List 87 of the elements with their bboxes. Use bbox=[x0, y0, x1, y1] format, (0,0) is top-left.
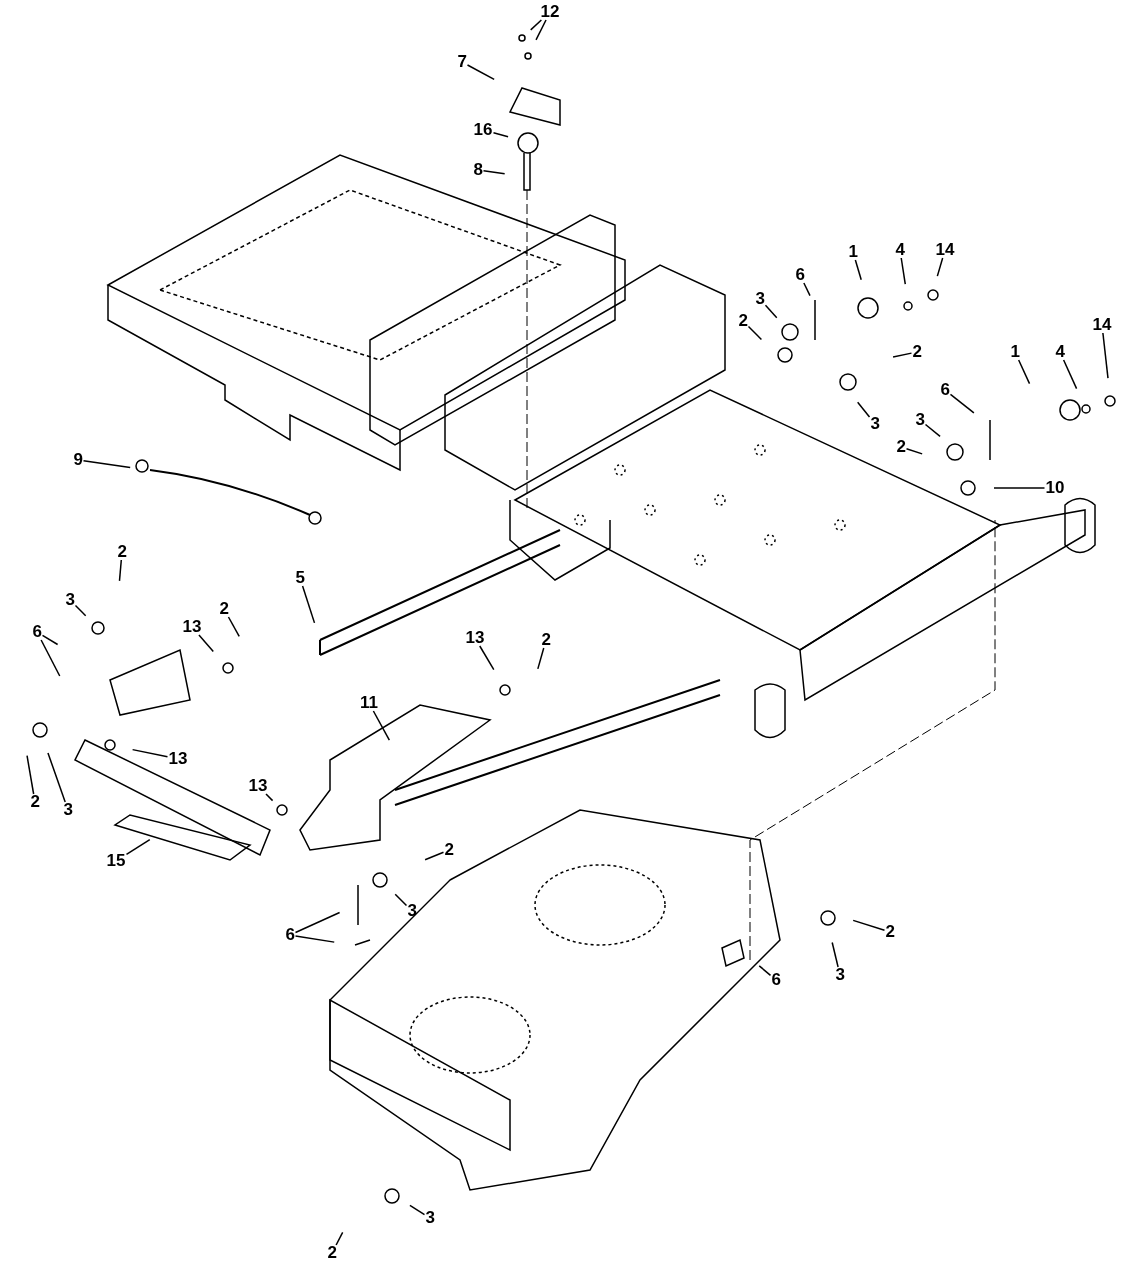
leader-line bbox=[47, 752, 66, 803]
callout-number: 2 bbox=[219, 599, 229, 619]
callout-number: 6 bbox=[32, 622, 42, 642]
leader-line bbox=[394, 893, 408, 907]
callout-number: 4 bbox=[1055, 342, 1065, 362]
callout-number: 2 bbox=[30, 792, 40, 812]
leader-line bbox=[1017, 359, 1031, 385]
callout-number: 6 bbox=[940, 380, 950, 400]
callout-number: 3 bbox=[407, 901, 417, 921]
leader-line bbox=[892, 352, 913, 358]
leader-line bbox=[758, 965, 772, 977]
leader-line bbox=[41, 634, 59, 646]
leader-line bbox=[537, 647, 545, 670]
leader-line bbox=[424, 851, 445, 861]
leader-line bbox=[372, 710, 391, 741]
leader-line bbox=[803, 282, 811, 297]
callout-number: 3 bbox=[835, 965, 845, 985]
callout-number: 12 bbox=[540, 2, 560, 22]
leader-line bbox=[265, 793, 274, 802]
callout-number: 3 bbox=[65, 590, 75, 610]
callout-number: 8 bbox=[473, 160, 483, 180]
callout-number: 2 bbox=[885, 922, 895, 942]
leader-line bbox=[492, 132, 509, 138]
callout-number: 2 bbox=[541, 630, 551, 650]
callout-number: 16 bbox=[473, 120, 493, 140]
callout-number: 6 bbox=[795, 265, 805, 285]
callout-number: 13 bbox=[248, 776, 268, 796]
callout-number: 1 bbox=[1010, 342, 1020, 362]
leader-line bbox=[949, 393, 975, 414]
leader-line bbox=[852, 919, 886, 931]
leader-line bbox=[936, 257, 944, 277]
leader-line bbox=[82, 460, 131, 469]
callout-number: 15 bbox=[106, 851, 126, 871]
leader-line bbox=[198, 634, 215, 653]
callout-number: 3 bbox=[755, 289, 765, 309]
callout-number: 14 bbox=[935, 240, 955, 260]
leader-line bbox=[466, 64, 495, 81]
callout-number: 3 bbox=[63, 800, 73, 820]
leader-line bbox=[900, 257, 906, 285]
callout-number: 2 bbox=[912, 342, 922, 362]
callout-number: 2 bbox=[444, 840, 454, 860]
callout-number: 14 bbox=[1092, 315, 1112, 335]
callout-number: 6 bbox=[771, 970, 781, 990]
callout-number: 13 bbox=[465, 628, 485, 648]
leader-line bbox=[479, 645, 495, 671]
callout-number: 2 bbox=[896, 437, 906, 457]
callout-number: 6 bbox=[285, 925, 295, 945]
callout-number: 2 bbox=[738, 311, 748, 331]
callout-number: 9 bbox=[73, 450, 83, 470]
callout-number: 4 bbox=[895, 240, 905, 260]
leader-line bbox=[993, 487, 1046, 489]
callout-number: 3 bbox=[870, 414, 880, 434]
leader-line bbox=[1062, 359, 1078, 390]
leader-line bbox=[854, 259, 862, 281]
callout-number: 13 bbox=[182, 617, 202, 637]
callout-number: 3 bbox=[425, 1208, 435, 1228]
leader-line bbox=[74, 604, 87, 617]
callout-number: 2 bbox=[327, 1243, 337, 1263]
leader-line bbox=[26, 755, 35, 795]
leader-line bbox=[335, 1231, 344, 1246]
callout-number: 5 bbox=[295, 568, 305, 588]
callout-number: 3 bbox=[915, 410, 925, 430]
leader-line bbox=[409, 1204, 426, 1216]
leader-line bbox=[294, 935, 335, 943]
callout-number: 11 bbox=[360, 693, 378, 713]
leader-line bbox=[1102, 332, 1109, 379]
leader-line bbox=[40, 639, 61, 677]
leader-line bbox=[529, 19, 543, 31]
callout-number: 2 bbox=[117, 542, 127, 562]
callout-number: 7 bbox=[457, 52, 467, 72]
leader-line bbox=[301, 585, 316, 624]
leader-line bbox=[125, 838, 151, 856]
leader-line bbox=[482, 170, 506, 175]
callout-number: 10 bbox=[1045, 478, 1065, 498]
leader-line bbox=[856, 401, 871, 418]
leader-line bbox=[227, 616, 240, 638]
callout-number: 1 bbox=[848, 242, 858, 262]
leader-line bbox=[831, 941, 839, 968]
callout-number: 13 bbox=[168, 749, 188, 769]
leader-line bbox=[764, 304, 778, 319]
leader-line bbox=[118, 559, 123, 582]
leader-line bbox=[294, 911, 341, 934]
leader-line bbox=[131, 748, 169, 758]
leader-line bbox=[535, 19, 547, 41]
leader-line bbox=[747, 325, 763, 341]
leader-line bbox=[905, 448, 923, 455]
leader-line bbox=[924, 423, 941, 438]
